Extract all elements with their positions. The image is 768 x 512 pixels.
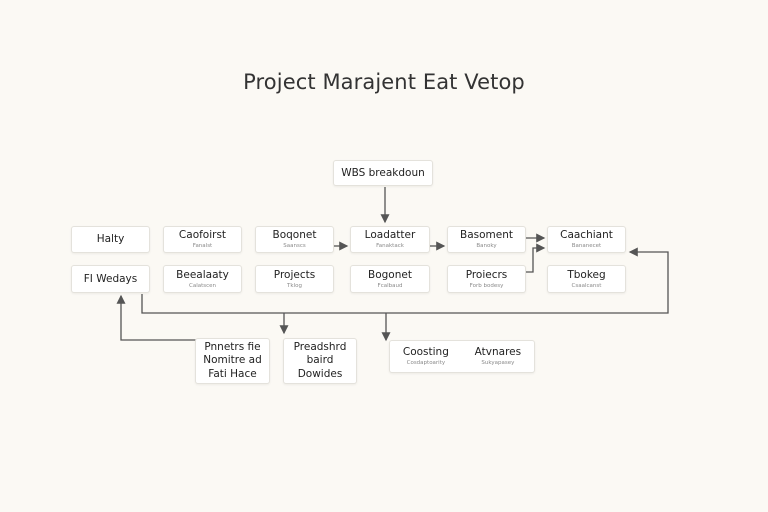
node-sublabel: Sukyapasey — [481, 360, 515, 367]
node-r1-3: Boqonet Saanscs — [255, 226, 334, 253]
node-r2-5: Proiecrs Forb bodesy — [447, 265, 526, 293]
node-line: Preadshrd — [293, 341, 347, 354]
node-r2-6: Tbokeg Csaalcanst — [547, 265, 626, 293]
node-bottom-right: Coosting Cosdaptoarity Atvnares Sukyapas… — [389, 340, 535, 373]
node-line: baird — [306, 354, 334, 367]
node-label: Halty — [96, 233, 125, 246]
node-label: Atvnares — [474, 346, 522, 359]
node-line: Pnnetrs fie — [204, 341, 261, 354]
node-label: FI Wedays — [83, 272, 138, 285]
diagram-title: Project Marajent Eat Vetop — [243, 70, 525, 94]
node-label: Caofoirst — [178, 229, 227, 242]
node-label: Beealaaty — [176, 268, 229, 281]
node-label: Bogonet — [368, 268, 412, 281]
node-label: WBS breakdoun — [341, 166, 425, 179]
node-label: Caachiant — [560, 229, 613, 242]
node-line: Nomitre ad — [203, 354, 262, 367]
node-sublabel: Fcalbaud — [377, 282, 403, 289]
node-line: Fati Hace — [208, 367, 257, 380]
node-label: Boqonet — [272, 229, 317, 242]
node-bottom-right-part-2: Atvnares Sukyapasey — [475, 346, 521, 366]
node-label: Coosting — [402, 346, 449, 359]
node-label: Projects — [273, 268, 316, 281]
node-bottom-left: Pnnetrs fie Nomitre ad Fati Hace — [195, 338, 270, 384]
node-sublabel: Calatscen — [188, 282, 217, 289]
node-label: Loadatter — [364, 229, 416, 242]
node-bottom-mid: Preadshrd baird Dowides — [283, 338, 357, 384]
node-sublabel: Tklog — [287, 282, 302, 289]
node-sublabel: Forb bodesy — [469, 282, 504, 289]
node-line: Dowides — [297, 367, 343, 380]
edge-bottom-left-to-fi-wedays — [116, 294, 196, 341]
node-label: Tbokeg — [567, 268, 606, 281]
node-wbs-breakdown: WBS breakdoun — [333, 160, 433, 186]
node-label: Proiecrs — [465, 268, 508, 281]
node-r1-1: Halty — [71, 226, 150, 253]
node-sublabel: Fanaktack — [376, 243, 404, 250]
edge-proiecrs-to-caachiant — [526, 243, 546, 273]
node-r2-3: Projects Tklog — [255, 265, 334, 293]
node-r1-5: Basoment Banoky — [447, 226, 526, 253]
node-r1-2: Caofoirst Fanalst — [163, 226, 242, 253]
node-sublabel: Csaalcanst — [571, 282, 602, 289]
node-r1-4: Loadatter Fanaktack — [350, 226, 430, 253]
node-bottom-right-part-1: Coosting Cosdaptoarity — [403, 346, 449, 366]
node-sublabel: Fanalst — [192, 243, 213, 250]
node-r2-1: FI Wedays — [71, 265, 150, 293]
edge-bus-line — [141, 247, 669, 314]
node-sublabel: Saanscs — [283, 243, 306, 250]
node-sublabel: Banoky — [476, 243, 497, 250]
node-r2-4: Bogonet Fcalbaud — [350, 265, 430, 293]
node-sublabel: Cosdaptoarity — [406, 360, 446, 367]
node-r2-2: Beealaaty Calatscen — [163, 265, 242, 293]
node-r1-6: Caachiant Bananecet — [547, 226, 626, 253]
node-sublabel: Bananecet — [571, 243, 602, 250]
node-label: Basoment — [460, 229, 513, 242]
